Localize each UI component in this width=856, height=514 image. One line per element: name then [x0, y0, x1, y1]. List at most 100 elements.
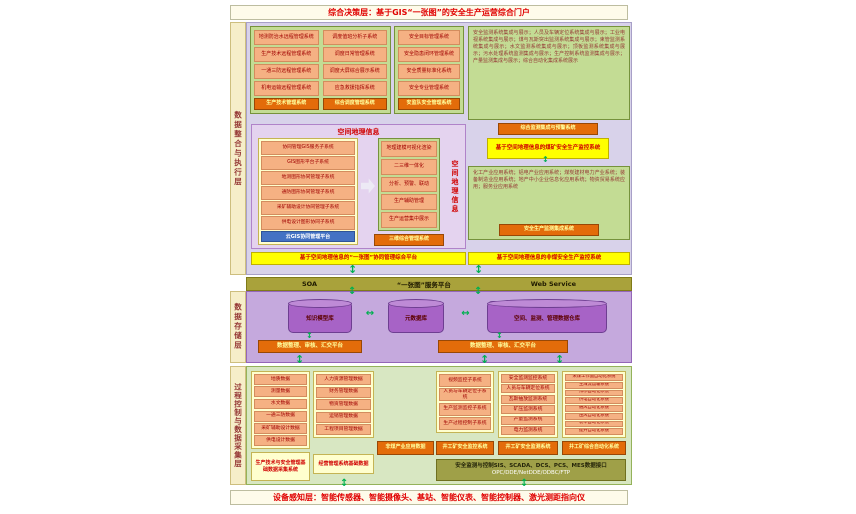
soa-label: SOA [302, 280, 318, 288]
web-service-label: Web Service [530, 280, 576, 288]
system-item: 协同管理GIS服务子系统 [261, 141, 355, 155]
system-item: 生产监测监控子系统 [439, 402, 491, 416]
data-platform-bar: 数据整理、审核、汇交平台 [258, 340, 362, 353]
system-item: 应急救援指挥系统 [322, 81, 387, 96]
left-right-arrow-icon: ↔ [461, 308, 470, 319]
up-down-arrow-icon: ↕ [306, 331, 313, 340]
video-systems-box: 视频监控子系统 人员与车辆定位子系统 生产监测监控子系统 生产过程控制子系统 [436, 371, 494, 433]
gis-panel: 空间地理信息 协同管理GIS服务子系统 GIS图形平台子系统 地测图形协同管理子… [251, 124, 466, 249]
layer-label-integration: 数据整合与执行层 [230, 22, 246, 275]
automation-group-title: 井工矿综合自动化系统 [562, 441, 626, 455]
up-down-arrow-icon: ↕ [496, 331, 503, 340]
layer-label-storage: 数据存储层 [230, 291, 246, 363]
up-down-arrow-icon: ↕ [348, 286, 357, 297]
system-item: 机电运输远程管理系统 [254, 81, 319, 96]
top-banner: 综合决策层：基于GIS“一张图”的安全生产运营综合门户 [230, 5, 628, 20]
industry-data-box: 非煤产业应用数据 [377, 441, 434, 455]
onemap-platform-banner: 基于空间地理信息的“一张图”协同管理综合平台 [251, 252, 466, 265]
safety-group-title: 安监队安全管理系统 [398, 98, 460, 110]
system-item: 生产运营集中展示 [381, 212, 437, 228]
system-item: 装车自动化系统 [565, 420, 623, 428]
tech-column: 地测防治水远程管理系统 生产技术远程管理系统 一通三防远程管理系统 机电运输远程… [254, 30, 319, 110]
data-item: 采矿辅助设计数据 [254, 423, 307, 434]
up-down-arrow-icon: ↕ [474, 263, 484, 276]
system-item: 压风自动化系统 [565, 412, 623, 420]
system-item: 通风自动化系统 [565, 405, 623, 412]
bottom-banner: 设备感知层：智能传感器、智能摄像头、基站、智能仪表、智能控制器、激光测距指向仪 [230, 490, 628, 505]
monitor-group-title-bottom: 井工矿安全监测系统 [498, 441, 558, 455]
remote-mgmt-panel: 地测防治水远程管理系统 生产技术远程管理系统 一通三防远程管理系统 机电运输远程… [250, 26, 391, 114]
safety-panel: 安全目标管理系统 安全隐患闭环管理系统 安全质量标准化系统 安全专业管理系统 安… [394, 26, 464, 114]
industry-group-title: 安全生产监测集成系统 [499, 224, 599, 236]
up-down-arrow-icon: ↕ [542, 155, 549, 164]
dispatch-column: 调度值班分析子系统 调度日常管理系统 调度大屏综合展示系统 应急救援指挥系统 综… [322, 30, 387, 110]
system-item: 瓦斯抽放监测系统 [501, 394, 555, 404]
system-item: 地测防治水远程管理系统 [254, 30, 319, 45]
system-item: 电力监测系统 [501, 426, 555, 436]
system-item: 安全专业管理系统 [398, 81, 460, 96]
system-item: 人员与车辆定位系统 [501, 384, 555, 394]
system-item: 通防图形协同管理子系统 [261, 186, 355, 200]
data-item: 财务管理数据 [316, 386, 371, 398]
system-item: 安全隐患闭环管理系统 [398, 47, 460, 62]
up-down-arrow-icon: ↕ [555, 353, 565, 366]
onemap-service-platform-label: “一张图”服务平台 [396, 281, 451, 289]
interface-bar: 安全监测与控制SIS、SCADA、DCS、PCS、MES数据接口 OPC/DDE… [436, 459, 626, 481]
automation-systems-box: 采煤工作面自动化系统 主煤流运输系统 排水自动化系统 供电自动化系统 通风自动化… [562, 371, 626, 438]
up-down-arrow-icon: ↕ [340, 478, 349, 489]
industry-panel-body: 化工产业应用系统；铝电产业应用系统；煤炭建材电力产业系统；装备制造业应用系统；地… [473, 170, 625, 190]
gis-collab-box: 协同管理GIS服务子系统 GIS图形平台子系统 地测图形协同管理子系统 通防图形… [258, 138, 358, 245]
dispatch-group-title: 综合调度管理系统 [322, 98, 387, 110]
gis-3d-box: 地理建模可视化渲染 二三维一体化 分析、预警、联动 生产辅助管理 生产运营集中展… [378, 138, 440, 231]
biz-data-box: 人力资源管理数据 财务管理数据 物资管理数据 运销管理数据 工程项目管理数据 [313, 371, 374, 438]
data-item: 运销管理数据 [316, 411, 371, 423]
system-item: 安全监测监控系统 [501, 374, 555, 383]
system-item: 生产辅助管理 [381, 194, 437, 211]
geo-data-footer: 生产技术与安全管理基础数据采集系统 [251, 452, 310, 481]
data-item: 工程项目管理数据 [316, 424, 371, 435]
layer-label-process: 过程控制与数据采集层 [230, 366, 246, 485]
system-item: 地理建模可视化渲染 [381, 141, 437, 157]
system-item: 提升自动化系统 [565, 428, 623, 435]
up-down-arrow-icon: ↕ [295, 353, 305, 366]
system-item: 产量监测系统 [501, 415, 555, 425]
system-item: 调度大屏综合展示系统 [322, 64, 387, 79]
system-item: 生产技术远程管理系统 [254, 47, 319, 62]
system-item: 地测图形协同管理子系统 [261, 171, 355, 185]
system-item: 调度值班分析子系统 [322, 30, 387, 45]
gis-panel-title: 空间地理信息 [337, 128, 380, 136]
system-item: 矿压监测系统 [501, 405, 555, 415]
system-item: 安全目标管理系统 [398, 30, 460, 45]
integrated-monitor-panel: 安全监测系统集成与展示；人员及车辆定位系统集成与展示；工业电视系统集成与展示；煤… [468, 26, 630, 120]
data-item: 测量数据 [254, 386, 307, 397]
system-item: 一通三防远程管理系统 [254, 64, 319, 79]
geo-data-box: 地质数据 测量数据 水文数据 一通三防数据 采矿辅助设计数据 供电设计数据 [251, 371, 310, 449]
monitor-group-title: 综合监测集成与预警系统 [498, 123, 598, 135]
system-item: 主煤流运输系统 [565, 381, 623, 389]
biz-data-footer: 经营管理系统基础数据 [313, 454, 374, 474]
data-item: 物资管理数据 [316, 399, 371, 410]
coal-safety-highlight: 基于空间地理信息的煤矿安全生产监控系统 [487, 138, 609, 159]
storage-section: 知识模型库 元数据库 空间、监测、管理数据仓库 ↔ ↔ ↕ ↕ 数据整理、审核、… [246, 291, 632, 363]
spatial-warehouse-cylinder: 空间、监测、管理数据仓库 [487, 299, 607, 333]
system-item: 视频监控子系统 [439, 374, 491, 387]
system-item: 采矿辅助设计协同管理子系统 [261, 201, 355, 215]
monitor-systems-box: 安全监测监控系统 人员与车辆定位系统 瓦斯抽放监测系统 矿压监测系统 产量监测系… [498, 371, 558, 438]
monitor-panel-body: 安全监测系统集成与展示；人员及车辆定位系统集成与展示；工业电视系统集成与展示；煤… [473, 30, 625, 64]
system-item: 人员与车辆定位子系统 [439, 388, 491, 402]
up-down-arrow-icon: ↕ [480, 353, 490, 366]
knowledge-model-db-cylinder: 知识模型库 [288, 299, 352, 333]
gis-side-title: 空间地理信息 [451, 160, 459, 214]
soa-service-bar: SOA “一张图”服务平台 Web Service [246, 277, 632, 291]
gis-3d-group-title: 三维综合管理系统 [374, 234, 444, 246]
data-item: 一通三防数据 [254, 410, 307, 422]
data-collection-section: 地质数据 测量数据 水文数据 一通三防数据 采矿辅助设计数据 供电设计数据 生产… [246, 366, 632, 485]
interface-standards-line: OPC/DDE/NetDDE/ODBC/FTP [491, 470, 571, 476]
system-item: GIS图形平台子系统 [261, 156, 355, 170]
up-down-arrow-icon: ↕ [474, 286, 483, 297]
data-platform-bar: 数据整理、审核、汇交平台 [438, 340, 568, 353]
interface-protocols-line: 安全监测与控制SIS、SCADA、DCS、PCS、MES数据接口 [455, 462, 607, 469]
video-group-title: 井工矿安全监控系统 [436, 441, 494, 455]
data-item: 人力资源管理数据 [316, 374, 371, 385]
